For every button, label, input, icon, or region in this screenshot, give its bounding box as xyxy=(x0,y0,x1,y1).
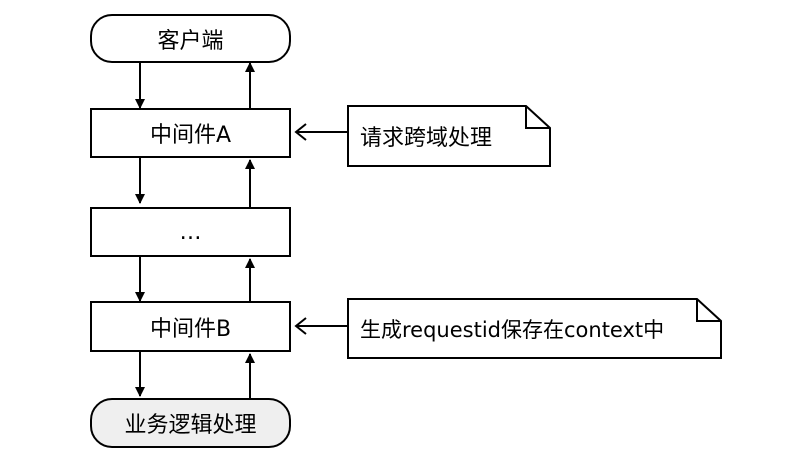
note-a-shape xyxy=(347,105,551,167)
note-b-shape xyxy=(347,298,722,359)
note-b-arrowhead xyxy=(294,317,307,335)
note-b-fold xyxy=(696,299,721,322)
note-a-arrowhead xyxy=(294,123,307,141)
client-node: 客户端 xyxy=(90,14,291,63)
middleware-b-node: 中间件B xyxy=(90,301,291,352)
business-logic-node: 业务逻辑处理 xyxy=(90,398,291,448)
note-a-fold xyxy=(525,106,550,129)
note-a-text: 请求跨域处理 xyxy=(360,126,493,151)
note-b-text: 生成requestid保存在context中 xyxy=(360,317,665,342)
middleware-a-node: 中间件A xyxy=(90,108,291,158)
ellipsis-node: … xyxy=(90,207,291,257)
